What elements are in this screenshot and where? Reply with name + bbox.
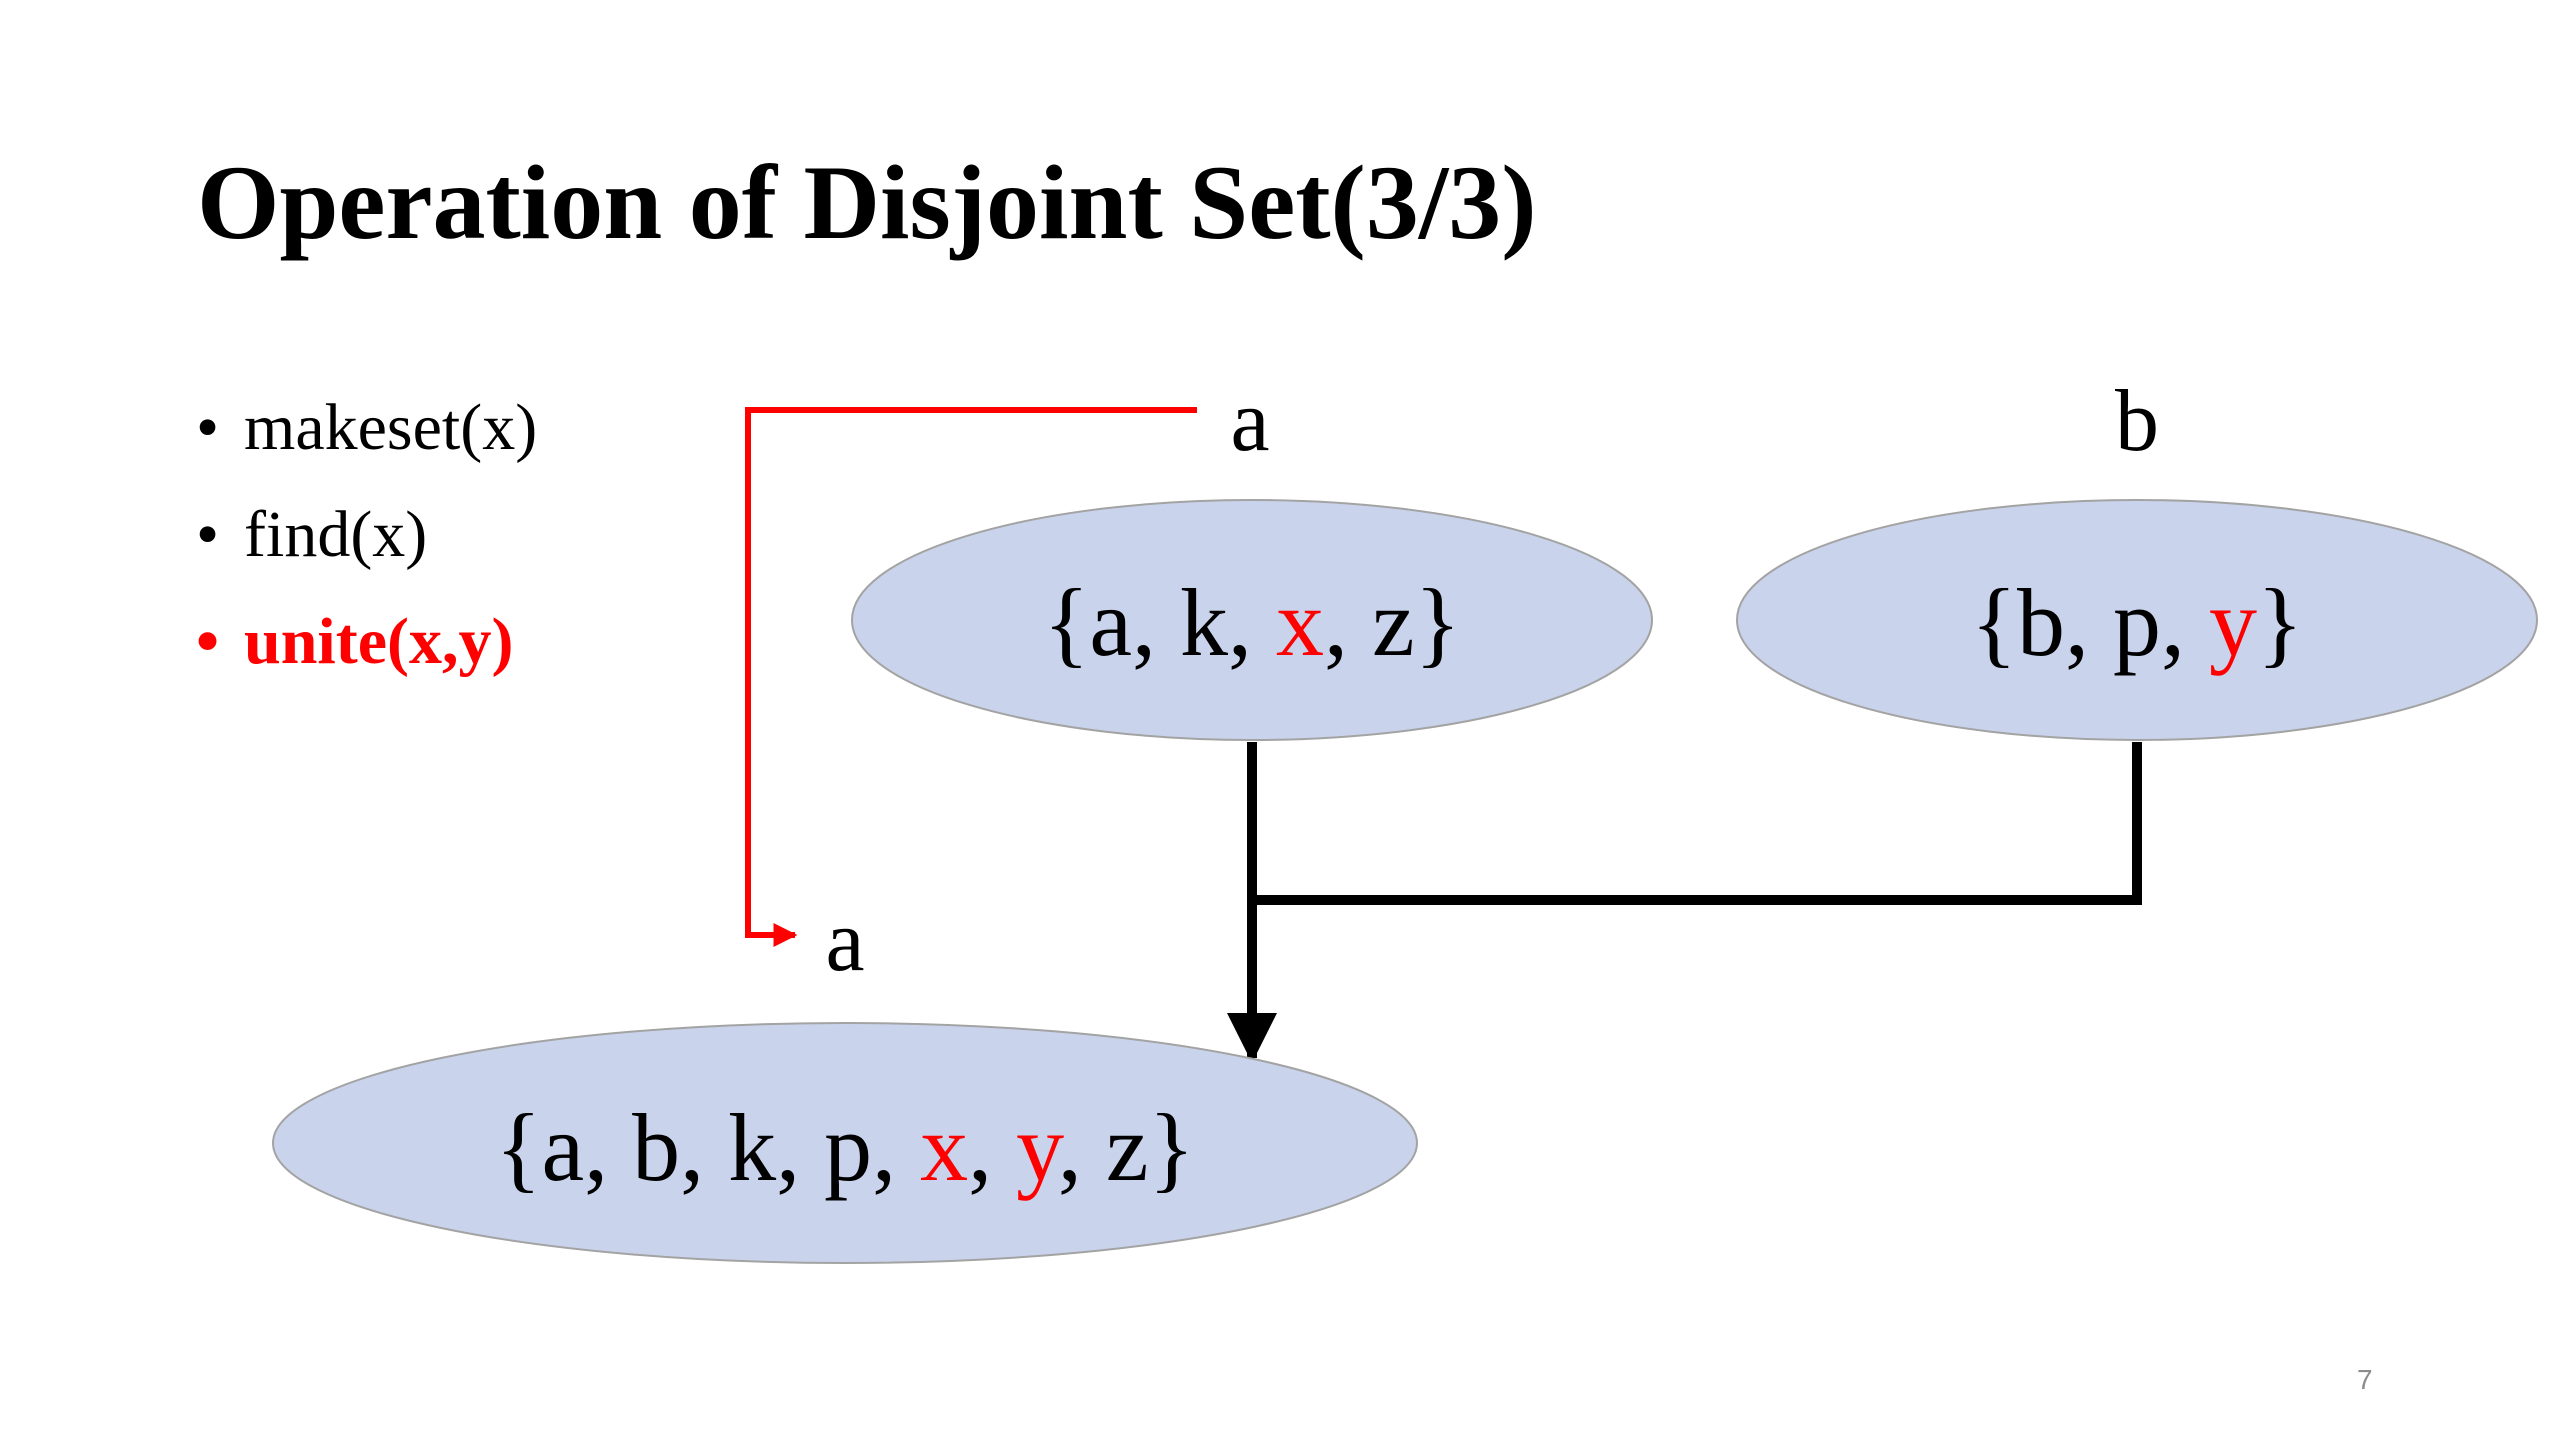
set-token: , z} — [1324, 569, 1461, 676]
set-token-highlight: x — [1276, 569, 1324, 676]
bullet-text: makeset(x) — [244, 391, 538, 464]
bullet-makeset: •makeset(x) — [196, 395, 537, 502]
set-token: {a, b, k, p, — [495, 1094, 920, 1201]
set-a-root-label: a — [1230, 373, 1269, 470]
set-token: , — [968, 1094, 1016, 1201]
set-a-members: {a, k, x, z} — [1043, 569, 1460, 676]
set-token: } — [2257, 569, 2303, 676]
set-token-highlight: y — [2209, 569, 2257, 676]
set-b-ellipse — [1736, 499, 2538, 741]
set-a-ellipse — [851, 499, 1653, 741]
page-number: 7 — [2357, 1364, 2373, 1395]
bullet-dot-icon: • — [196, 498, 220, 571]
set-token-highlight: x — [920, 1094, 968, 1201]
set-token-highlight: y — [1016, 1094, 1064, 1201]
bullet-dot-icon: • — [196, 605, 220, 678]
set-b-members: {b, p, y} — [1971, 569, 2303, 676]
bullet-find: •find(x) — [196, 502, 537, 609]
slide-title: Operation of Disjoint Set(3/3) — [197, 144, 1537, 261]
union-members: {a, b, k, p, x, y, z} — [495, 1094, 1194, 1201]
bullet-text: find(x) — [244, 498, 428, 571]
bullet-text: unite(x,y) — [244, 605, 514, 678]
set-token: {a, k, — [1043, 569, 1276, 676]
set-token: {b, p, — [1971, 569, 2209, 676]
bullet-list: •makeset(x) •find(x) •unite(x,y) — [196, 395, 537, 716]
union-root-label: a — [825, 893, 864, 990]
merge-connector-b — [1252, 742, 2142, 905]
union-ellipse — [272, 1022, 1418, 1264]
set-b-root-label: b — [2115, 373, 2159, 470]
bullet-dot-icon: • — [196, 391, 220, 464]
root-transfer-arrow — [745, 407, 1197, 947]
bullet-unite: •unite(x,y) — [196, 609, 537, 716]
set-token: , z} — [1058, 1094, 1195, 1201]
